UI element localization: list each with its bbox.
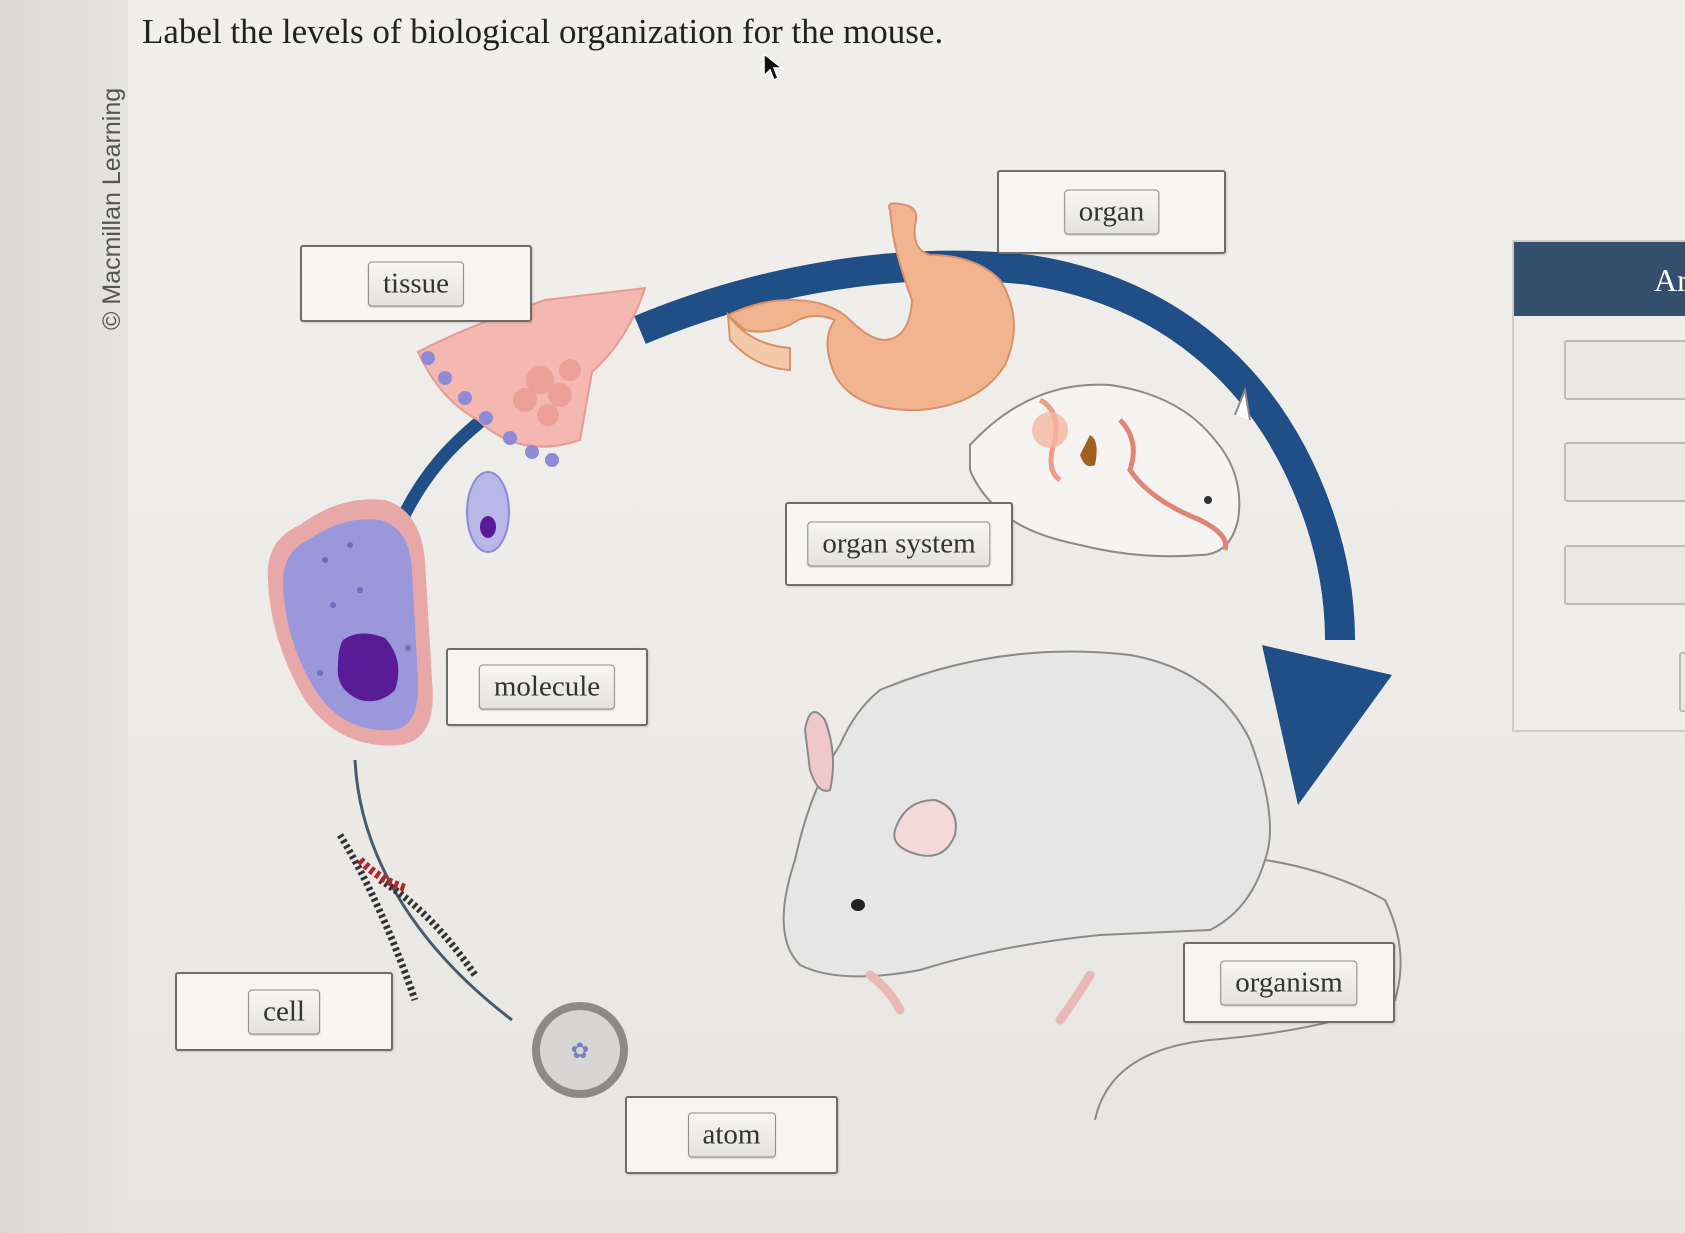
label-organism[interactable]: organism bbox=[1220, 960, 1358, 1005]
tissue-illustration bbox=[416, 286, 647, 467]
drop-target-atom[interactable]: atom bbox=[625, 1096, 838, 1174]
molecule-illustration bbox=[337, 833, 478, 1002]
label-molecule[interactable]: molecule bbox=[478, 664, 616, 710]
label-cell[interactable]: cell bbox=[248, 989, 320, 1034]
drop-target-tissue[interactable]: tissue bbox=[300, 245, 532, 322]
answer-bank-panel: Ar bbox=[1512, 240, 1685, 732]
arrow-head bbox=[1262, 645, 1392, 805]
organ-system-illustration bbox=[969, 383, 1251, 558]
question-prompt: Label the levels of biological organizat… bbox=[142, 12, 944, 51]
pointer-cursor-icon bbox=[763, 52, 784, 82]
left-strip bbox=[0, 0, 128, 1233]
answer-slot[interactable] bbox=[1679, 652, 1685, 712]
drop-target-organism[interactable]: organism bbox=[1183, 942, 1395, 1023]
answer-bank-header: Ar bbox=[1514, 242, 1685, 316]
large-cell-illustration bbox=[267, 499, 433, 746]
drop-target-organ[interactable]: organ bbox=[997, 170, 1226, 254]
answer-bank-title: Ar bbox=[1654, 262, 1685, 298]
label-organ[interactable]: organ bbox=[1063, 189, 1160, 235]
label-organ-system[interactable]: organ system bbox=[807, 521, 991, 567]
drop-target-cell[interactable]: cell bbox=[175, 972, 393, 1051]
label-tissue[interactable]: tissue bbox=[367, 261, 465, 306]
small-cell-illustration bbox=[466, 471, 510, 553]
answer-slot[interactable] bbox=[1564, 442, 1685, 502]
arrow-arc-upper bbox=[634, 250, 1355, 641]
atom-illustration: ✿ bbox=[532, 1002, 628, 1098]
organism-illustration bbox=[782, 650, 1402, 1121]
label-atom[interactable]: atom bbox=[687, 1112, 776, 1158]
connector-line-lower bbox=[353, 759, 513, 1022]
svg-text:✿: ✿ bbox=[571, 1039, 589, 1064]
answer-slot[interactable] bbox=[1564, 340, 1685, 400]
drop-target-molecule[interactable]: molecule bbox=[446, 648, 648, 726]
answer-slot[interactable] bbox=[1564, 545, 1685, 605]
drop-target-organ-system[interactable]: organ system bbox=[785, 502, 1013, 586]
organ-illustration bbox=[726, 202, 1015, 412]
